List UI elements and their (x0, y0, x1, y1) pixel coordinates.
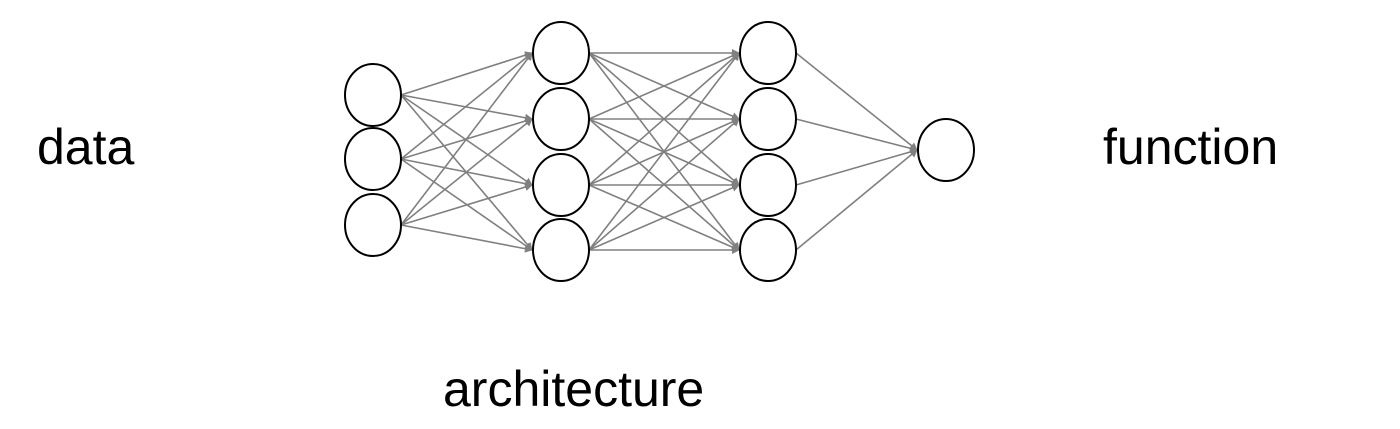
node-layer2-2 (739, 153, 797, 217)
edge-l1-1-to-0 (588, 52, 740, 120)
edge-l0-2-to-2 (400, 183, 533, 226)
node-layer3-0 (917, 118, 975, 182)
node-layer2-1 (739, 87, 797, 151)
edge-l2-2-to-0 (795, 148, 918, 186)
edge-l2-3-to-0 (795, 149, 918, 251)
edge-l0-2-to-0 (400, 52, 533, 226)
edge-l1-3-to-1 (588, 118, 740, 251)
node-layer1-0 (532, 21, 590, 85)
edge-l0-2-to-3 (400, 224, 533, 253)
edge-l1-3-to-2 (588, 184, 740, 251)
edge-l1-3-to-0 (588, 52, 740, 251)
node-layer1-3 (532, 218, 590, 282)
edge-l2-0-to-0 (795, 52, 918, 151)
data-label: data (37, 119, 135, 175)
edge-l0-0-to-0 (400, 51, 533, 96)
node-layer0-0 (344, 63, 402, 127)
node-layer2-3 (739, 218, 797, 282)
node-layer1-2 (532, 153, 590, 217)
node-layer2-0 (739, 21, 797, 85)
edge-l0-1-to-0 (400, 52, 533, 160)
edge-l0-2-to-1 (400, 118, 533, 226)
nodes (344, 21, 975, 282)
architecture-label: architecture (443, 361, 705, 417)
node-layer0-2 (344, 193, 402, 257)
function-label: function (1103, 119, 1279, 175)
node-layer1-1 (532, 87, 590, 151)
node-layer0-1 (344, 127, 402, 191)
edges (400, 49, 918, 254)
edge-l2-1-to-0 (795, 118, 918, 153)
edge-l1-2-to-0 (588, 52, 740, 186)
